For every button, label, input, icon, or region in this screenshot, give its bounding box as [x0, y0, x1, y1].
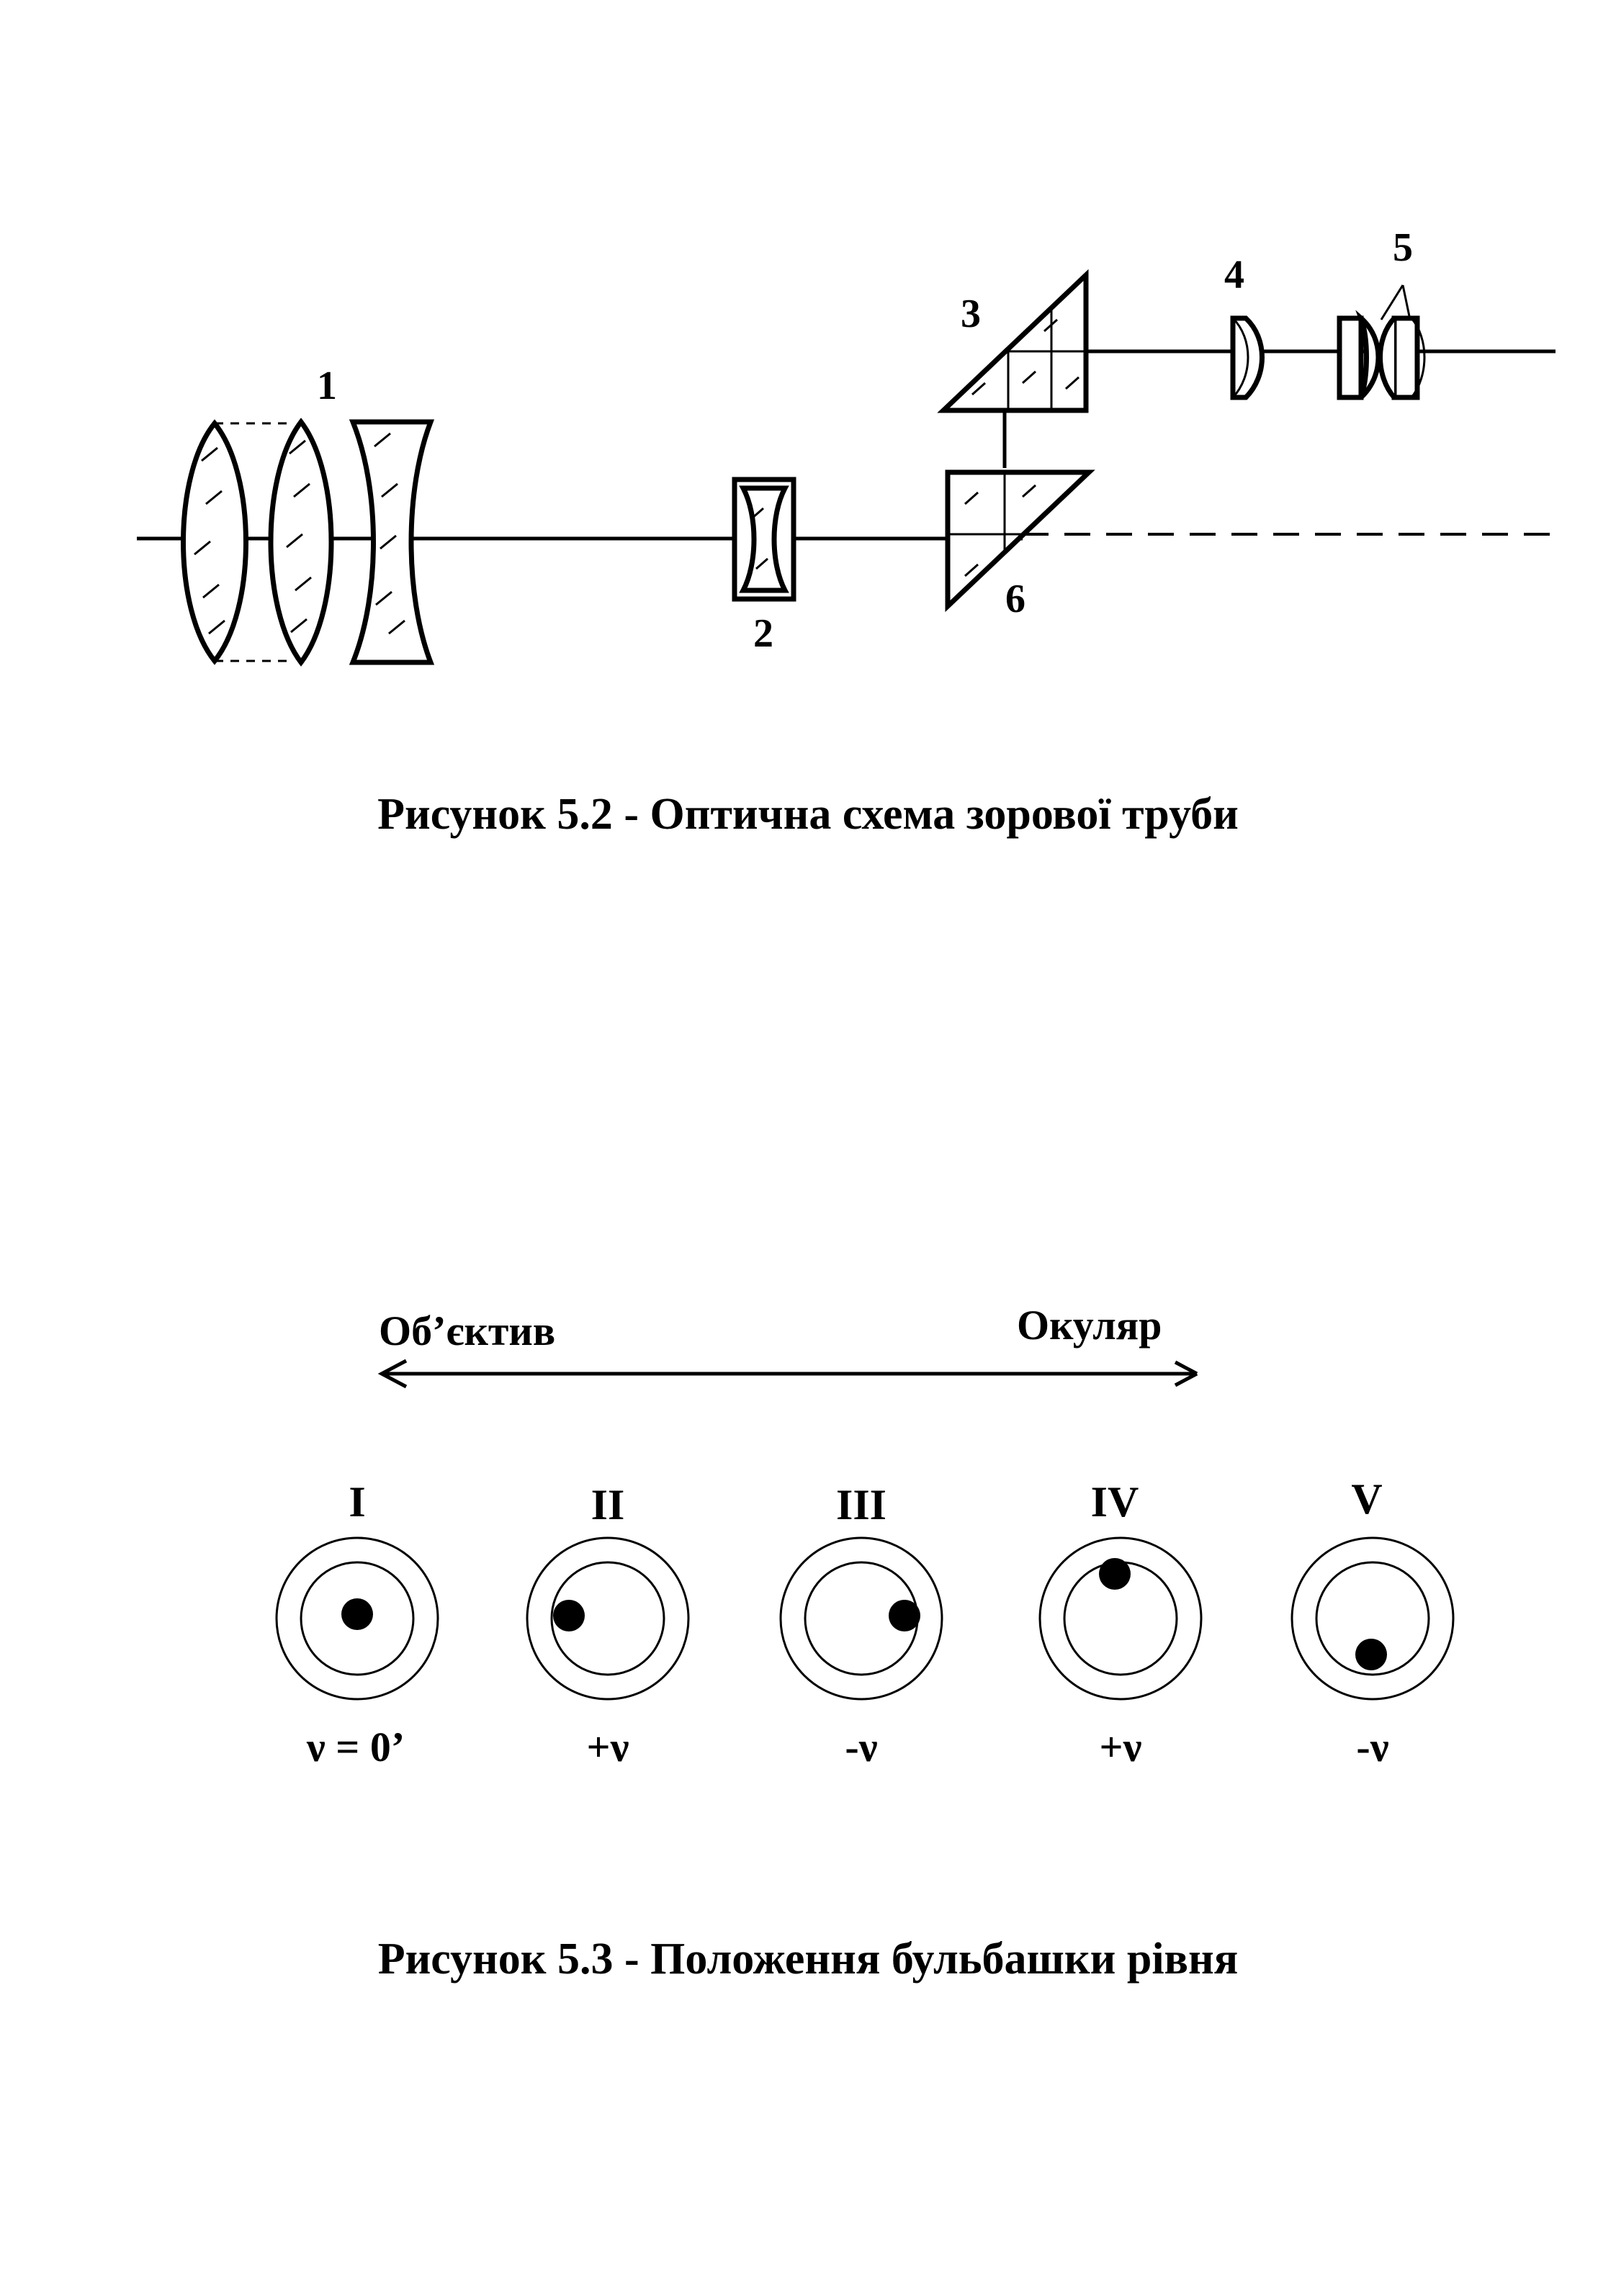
position-label-V: V — [1351, 1475, 1383, 1523]
concave-lens — [349, 419, 435, 665]
label-upper-prism-3: 3 — [961, 292, 981, 336]
angle-label-I: ν = 0’ — [306, 1724, 405, 1770]
eyepiece-leader-right — [1401, 284, 1411, 320]
bubble-I — [341, 1598, 373, 1630]
optical-scheme-diagram — [137, 269, 1556, 667]
label-lens-4: 4 — [1224, 253, 1244, 297]
bubble-V — [1355, 1639, 1387, 1670]
position-label-II: II — [591, 1481, 625, 1529]
angle-label-IV: +ν — [1099, 1724, 1142, 1770]
upper-prism — [937, 269, 1089, 413]
position-label-III: III — [835, 1481, 887, 1529]
convex-lens-b — [268, 418, 334, 667]
level-vial-II — [526, 1536, 690, 1701]
label-focusing-lens-2: 2 — [753, 611, 773, 656]
objective-lens-group — [181, 418, 435, 667]
bubble-III — [889, 1600, 920, 1631]
position-label-I: I — [349, 1478, 366, 1526]
label-eyepiece-5: 5 — [1393, 225, 1413, 270]
eyepiece-side-label: Окуляр — [1017, 1302, 1162, 1349]
angle-label-II: +ν — [586, 1724, 629, 1770]
lens-4 — [1230, 315, 1265, 400]
bubble-II — [553, 1600, 585, 1631]
convex-lens-a — [181, 419, 248, 665]
bubble-IV — [1099, 1558, 1131, 1590]
eyepiece-lenses — [1337, 284, 1426, 400]
figure-5-2-caption: Рисунок 5.2 - Оптична схема зорової труб… — [377, 790, 1239, 839]
figure-5-3-caption: Рисунок 5.3 - Положення бульбашки рівня — [377, 1935, 1239, 1984]
angle-label-V: -ν — [1356, 1724, 1389, 1770]
objective-side-label: Об’єктив — [379, 1307, 556, 1354]
level-vial-IV — [1038, 1536, 1203, 1701]
objective-hatching — [194, 432, 405, 635]
direction-arrow — [377, 1359, 1198, 1389]
level-vial-I — [275, 1536, 439, 1701]
focusing-lens — [732, 477, 796, 602]
label-lower-prism-6: 6 — [1005, 577, 1025, 621]
angle-label-III: -ν — [845, 1724, 878, 1770]
label-objective-1: 1 — [317, 364, 337, 408]
level-vial-V — [1290, 1536, 1455, 1701]
lower-prism — [945, 469, 1095, 613]
eyepiece-leader-left — [1380, 284, 1404, 320]
level-vial-III — [779, 1536, 943, 1701]
position-label-IV: IV — [1090, 1478, 1139, 1526]
